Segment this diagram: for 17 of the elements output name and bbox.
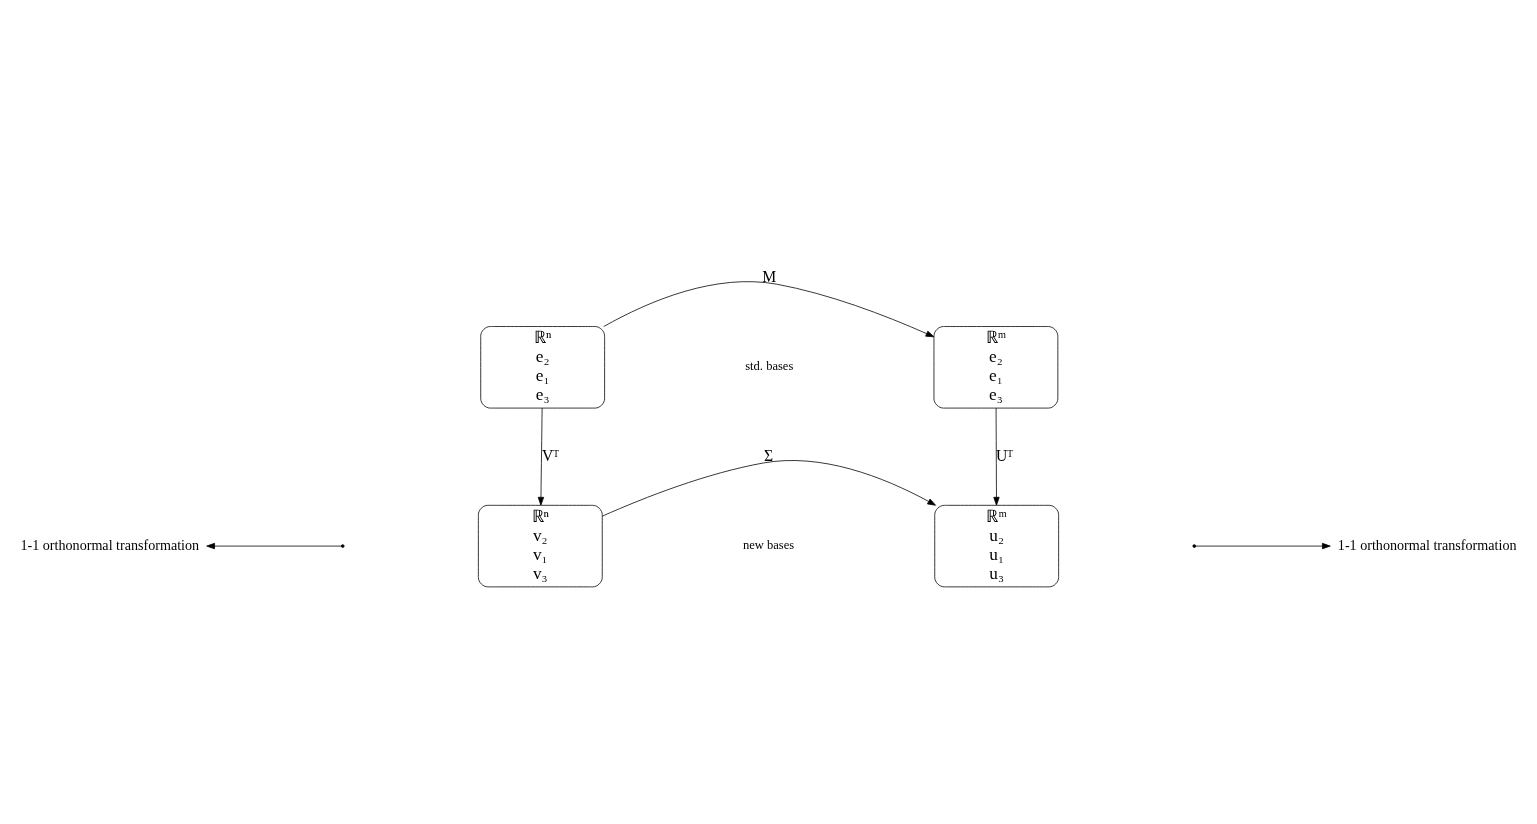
label: std. bases: [745, 359, 794, 374]
node-box: ℝⁿ v₂ v₁ v₃: [478, 504, 603, 588]
edge-label: Σ: [763, 446, 774, 464]
node-text: 1-1 orthonormal transformation: [20, 536, 200, 553]
node-box: ℝᵐ u₂ u₁ u₃: [934, 504, 1060, 588]
node-box: ℝⁿ e₂ e₁ e₃: [480, 326, 605, 409]
edge-label: Vᵀ: [542, 446, 560, 464]
arrow: [603, 281, 935, 338]
arrow: [537, 407, 545, 506]
arrow: [206, 542, 342, 550]
arrow: [601, 460, 936, 517]
edge-label: M: [762, 267, 777, 285]
arrow: [993, 407, 1000, 506]
node-text: 1-1 orthonormal transformation: [1337, 536, 1517, 553]
label: new bases: [742, 538, 795, 553]
node-box: ℝᵐ e₂ e₁ e₃: [933, 326, 1059, 409]
arrow: [1195, 542, 1331, 550]
